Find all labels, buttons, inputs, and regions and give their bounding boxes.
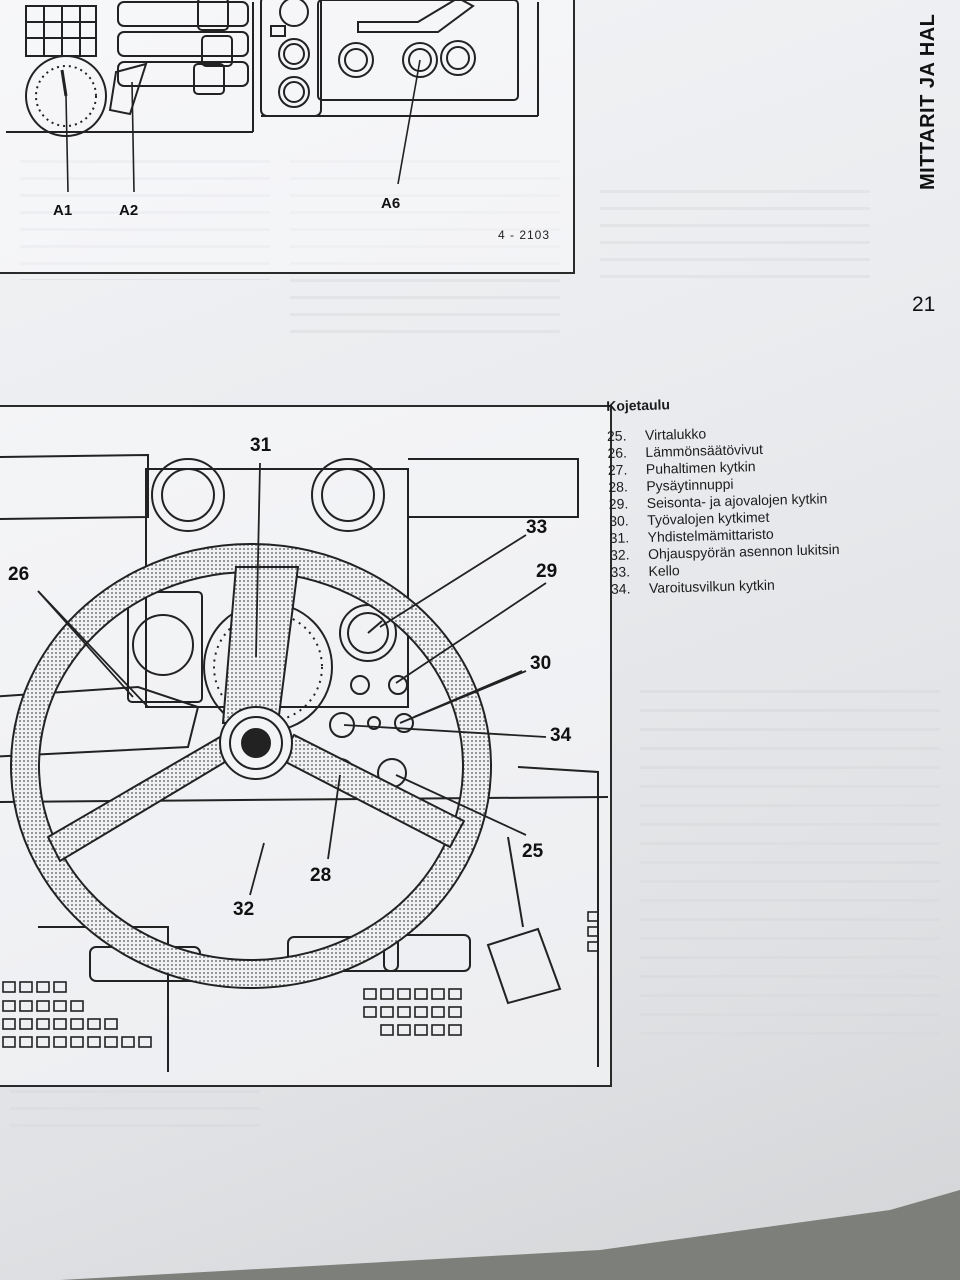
show-through-text: [10, 1090, 260, 1130]
callout-29: 29: [536, 561, 558, 582]
callout-26: 26: [8, 564, 30, 585]
page-number: 21: [912, 293, 936, 316]
callout-31: 31: [250, 435, 272, 456]
figure-code: 4 - 2103: [498, 228, 551, 242]
callout-30: 30: [530, 653, 552, 674]
top-figure: A1 A2 A6 4 - 2103: [0, 0, 575, 274]
label-a6: A6: [381, 195, 401, 212]
dashboard-figure: 31 26 33 29 30 34 25 28 32: [0, 405, 612, 1087]
show-through-text: [640, 690, 940, 1050]
legend-title: Kojetaulu: [606, 396, 671, 414]
label-a1: A1: [53, 202, 73, 219]
instrument-panel-drawing: [6, 0, 539, 193]
dashboard-drawing: [0, 453, 609, 1072]
label-a2: A2: [119, 202, 139, 219]
callout-32: 32: [233, 899, 255, 920]
legend: Kojetaulu 25.Virtalukko 26.Lämmönsäätövi…: [606, 390, 911, 598]
callout-33: 33: [526, 517, 548, 538]
chapter-title: MITTARIT JA HAL: [917, 13, 939, 190]
legend-list: 25.Virtalukko 26.Lämmönsäätövivut 27.Puh…: [607, 420, 911, 598]
callout-34: 34: [550, 725, 572, 746]
show-through-text: [600, 190, 870, 290]
callout-25: 25: [522, 841, 544, 862]
callout-28: 28: [310, 865, 332, 886]
